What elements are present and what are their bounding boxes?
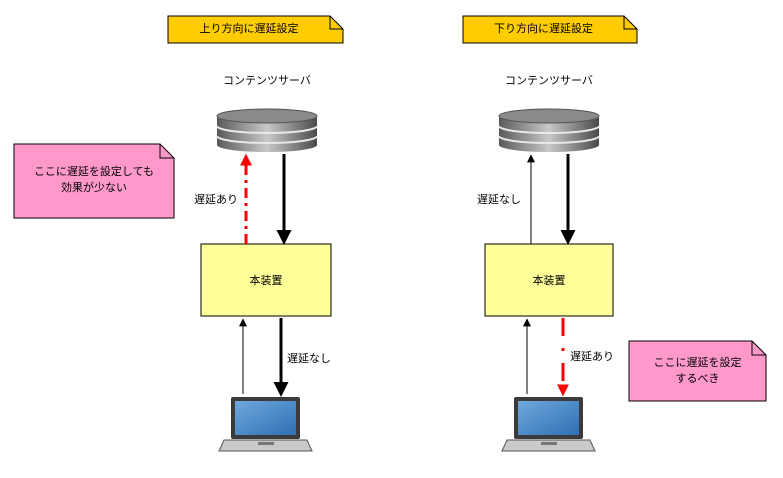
left-device-box <box>200 243 332 317</box>
right-note-shape <box>628 340 767 402</box>
right-device-box <box>484 243 614 317</box>
left-note-shape <box>13 143 175 219</box>
right-title-shape <box>462 15 638 44</box>
right-server-icon <box>498 108 600 152</box>
left-server-label: コンテンツサーバ <box>223 74 311 87</box>
left-note-text: ここに遅延を設定しても 効果が少ない <box>14 164 174 196</box>
left-title-shape <box>167 15 344 44</box>
right-laptop-icon <box>501 397 596 452</box>
right-upstream-label: 遅延なし <box>477 193 521 206</box>
left-device-label: 本装置 <box>249 274 283 287</box>
right-title: 下り方向に遅延設定 <box>494 22 593 35</box>
right-downstream-label: 遅延あり <box>570 350 614 363</box>
left-downstream-label: 遅延なし <box>287 352 331 365</box>
left-note-line1: ここに遅延を設定しても <box>33 165 155 178</box>
right-device-label: 本装置 <box>532 274 566 287</box>
right-note-line1: ここに遅延を設定 <box>653 356 742 369</box>
left-title: 上り方向に遅延設定 <box>199 22 299 35</box>
right-note-line2: するべき <box>675 372 720 385</box>
right-server-label: コンテンツサーバ <box>505 74 593 87</box>
left-laptop-icon <box>218 397 313 452</box>
right-note-text: ここに遅延を設定 するべき <box>629 355 766 387</box>
left-note-line2: 効果が少ない <box>61 181 127 194</box>
left-server-icon <box>216 108 318 152</box>
left-upstream-label: 遅延あり <box>194 193 238 206</box>
